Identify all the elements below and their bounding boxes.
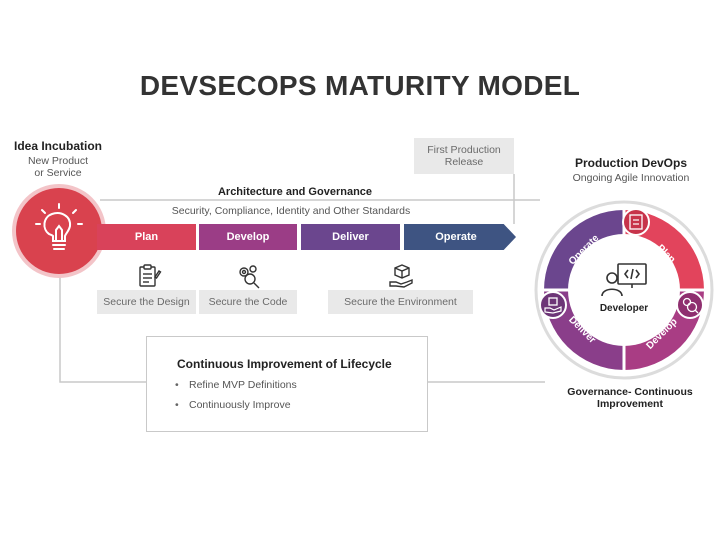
improvement-box: Continuous Improvement of Lifecycle •Ref… [146,336,428,432]
improvement-item: •Refine MVP Definitions [175,379,297,391]
first-release-line1: First Production [427,144,501,156]
gears-search-icon [239,265,260,289]
production-heading: Production DevOps [574,156,687,170]
clipboard-icon [139,264,162,287]
improvement-item-text: Continuously Improve [189,399,291,411]
production-subtitle: Ongoing Agile Innovation [572,172,690,184]
deliver-badge-icon [539,291,567,319]
stage-operate: Operate [404,224,516,250]
cycle-segment-operate [544,210,624,290]
hand-cube-icon [389,264,413,288]
stage-deliver: Deliver [301,224,400,250]
governance-line2: Improvement [597,398,663,410]
cycle-center-label: Developer [600,303,648,314]
secure-environment-box: Secure the Environment [328,290,473,314]
idea-circle [16,188,102,274]
secure-code-box: Secure the Code [199,290,297,314]
stage-develop: Develop [199,224,297,250]
improvement-item: •Continuously Improve [175,399,291,411]
stage-operate-label: Operate [435,231,477,243]
improvement-heading: Continuous Improvement of Lifecycle [177,357,392,371]
idea-heading: Idea Incubation [14,139,103,153]
secure-design-box: Secure the Design [97,290,196,314]
architecture-subtitle: Security, Compliance, Identity and Other… [171,205,411,217]
governance-line1: Governance- Continuous [567,386,693,398]
first-release-box: First Production Release [414,138,514,174]
develop-badge-icon [676,291,704,319]
plan-badge-icon [622,208,650,236]
devops-cycle: Operate Plan Develop Deliver Developer [534,200,714,380]
idea-line1: New Product [27,155,89,167]
lightbulb-icon [35,203,83,250]
idea-line2: or Service [34,167,82,179]
page-title: DEVSECOPS MATURITY MODEL [139,70,581,101]
developer-icon [601,263,647,297]
stage-plan: Plan [97,224,196,250]
improvement-item-text: Refine MVP Definitions [189,379,297,391]
architecture-heading: Architecture and Governance [217,186,373,198]
first-release-line2: Release [444,156,484,168]
